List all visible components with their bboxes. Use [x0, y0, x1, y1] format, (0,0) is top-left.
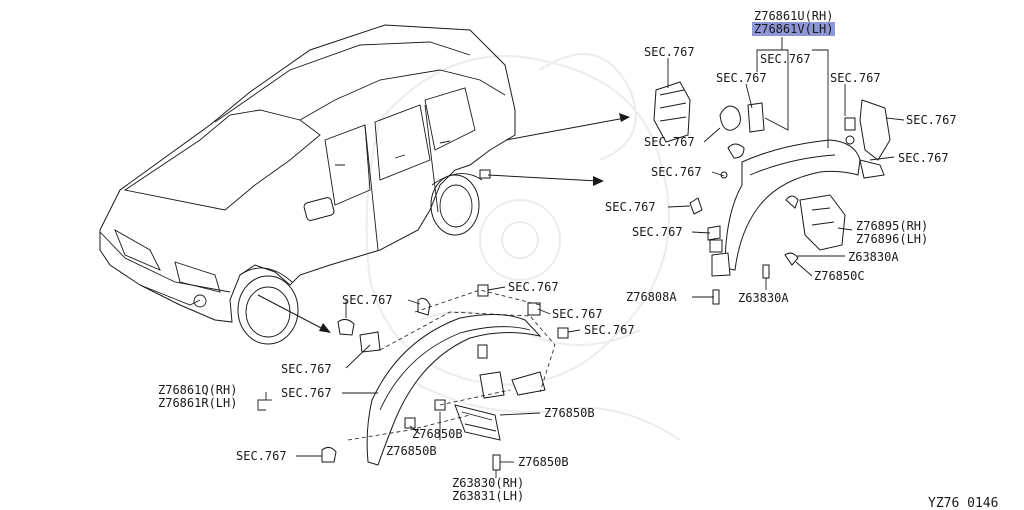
section-reference-label[interactable]: SEC.767	[632, 225, 683, 239]
part-number-label-highlighted[interactable]: Z76861V(LH)	[752, 22, 836, 36]
part-number-label[interactable]: Z76850B	[518, 455, 569, 469]
highlight-marker: Z76861V(LH)	[752, 22, 836, 36]
part-number-label[interactable]: Z63830(RH)	[452, 476, 525, 490]
section-reference-label[interactable]: SEC.767	[584, 323, 635, 337]
part-number-label[interactable]: Z76895(RH)	[856, 219, 929, 233]
part-number-label[interactable]: Z76861Q(RH)	[158, 383, 238, 397]
section-reference-label[interactable]: SEC.767	[281, 386, 332, 400]
section-reference-label[interactable]: SEC.767	[281, 362, 332, 376]
section-reference-label[interactable]: SEC.767	[651, 165, 702, 179]
part-number-label[interactable]: Z63830A	[848, 250, 899, 264]
section-reference-label[interactable]: SEC.767	[760, 52, 811, 66]
vehicle-illustration	[99, 24, 516, 345]
section-reference-label[interactable]: SEC.767	[552, 307, 603, 321]
part-number-label[interactable]: Z76896(LH)	[856, 232, 929, 246]
section-reference-label[interactable]: SEC.767	[716, 71, 767, 85]
section-reference-label[interactable]: SEC.767	[508, 280, 559, 294]
part-number-label[interactable]: Z63831(LH)	[452, 489, 525, 503]
part-number-label[interactable]: Z76850B	[412, 427, 463, 441]
leader-lines	[257, 37, 905, 478]
part-number-label[interactable]: Z76850C	[814, 269, 865, 283]
section-reference-label[interactable]: SEC.767	[342, 293, 393, 307]
section-reference-label[interactable]: SEC.767	[236, 449, 287, 463]
part-number-label[interactable]: Z76850B	[544, 406, 595, 420]
front-wheel-arch-assembly	[321, 284, 569, 471]
part-number-label[interactable]: Z76850B	[386, 444, 437, 458]
part-number-label[interactable]: Z76861U(RH)	[754, 9, 834, 23]
section-reference-label[interactable]: SEC.767	[644, 135, 695, 149]
rear-wheel-arch-assembly	[653, 81, 891, 305]
part-number-label[interactable]: Z76808A	[626, 290, 677, 304]
part-number-label[interactable]: Z63830A	[738, 291, 789, 305]
section-reference-label[interactable]: SEC.767	[644, 45, 695, 59]
section-reference-label[interactable]: SEC.767	[605, 200, 656, 214]
section-reference-label[interactable]: SEC.767	[906, 113, 957, 127]
part-number-label[interactable]: Z76861R(LH)	[158, 396, 238, 410]
section-reference-label[interactable]: SEC.767	[898, 151, 949, 165]
figure-code: YZ76 0146	[928, 496, 999, 510]
pointer-arrows	[257, 113, 630, 333]
section-reference-label[interactable]: SEC.767	[830, 71, 881, 85]
